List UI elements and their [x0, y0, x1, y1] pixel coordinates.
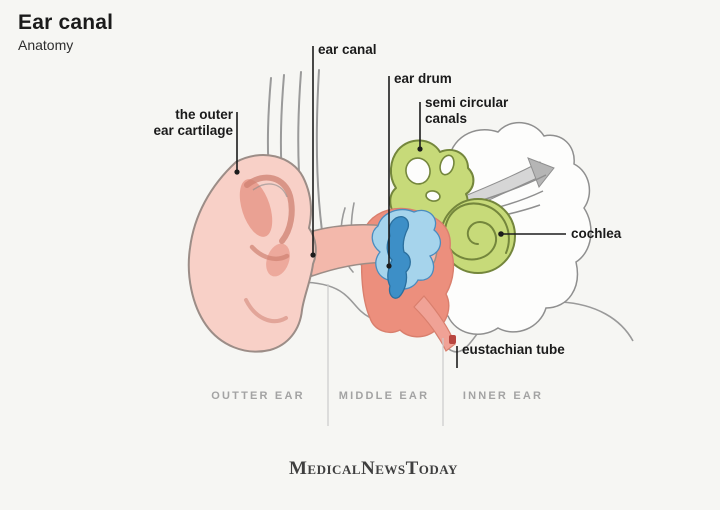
page-subtitle: Anatomy	[18, 37, 74, 53]
ossicles-shape	[386, 216, 411, 299]
outer-ear-shape	[187, 154, 317, 353]
section-label-inner-ear: INNER EAR	[462, 390, 544, 402]
page-title: Ear canal	[18, 11, 114, 34]
label-eustachian-tube: eustachian tube	[462, 342, 565, 357]
eustachian-tube-shape	[413, 295, 456, 352]
label-cochlea: cochlea	[571, 226, 622, 241]
section-label-outer-ear: OUTTER EAR	[211, 390, 305, 402]
label-ear-canal: ear canal	[318, 42, 377, 57]
label-ear-drum: ear drum	[394, 71, 452, 86]
eustachian-tube-tip	[449, 335, 456, 344]
section-dividers	[327, 284, 444, 426]
label-semicircular-canals: semi circular canals	[425, 95, 509, 126]
medical-news-today-logo: MedicalNewsToday	[289, 458, 458, 479]
section-label-middle-ear: MIDDLE EAR	[338, 390, 430, 402]
annotation-lines	[234, 46, 566, 368]
label-outer-ear-cartilage: the outer ear cartilage	[153, 107, 233, 138]
